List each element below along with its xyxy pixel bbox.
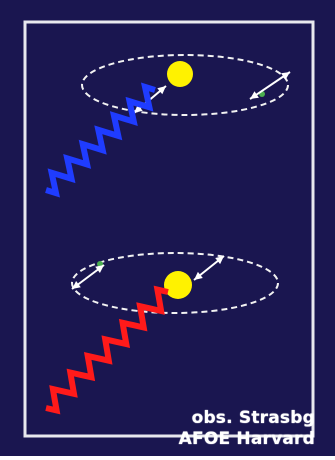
star-bottom (164, 271, 192, 299)
star-top (167, 61, 193, 87)
caption-line-1: obs. Strasbg (192, 408, 315, 428)
caption-line-2: AFOE Harvard (179, 429, 315, 449)
